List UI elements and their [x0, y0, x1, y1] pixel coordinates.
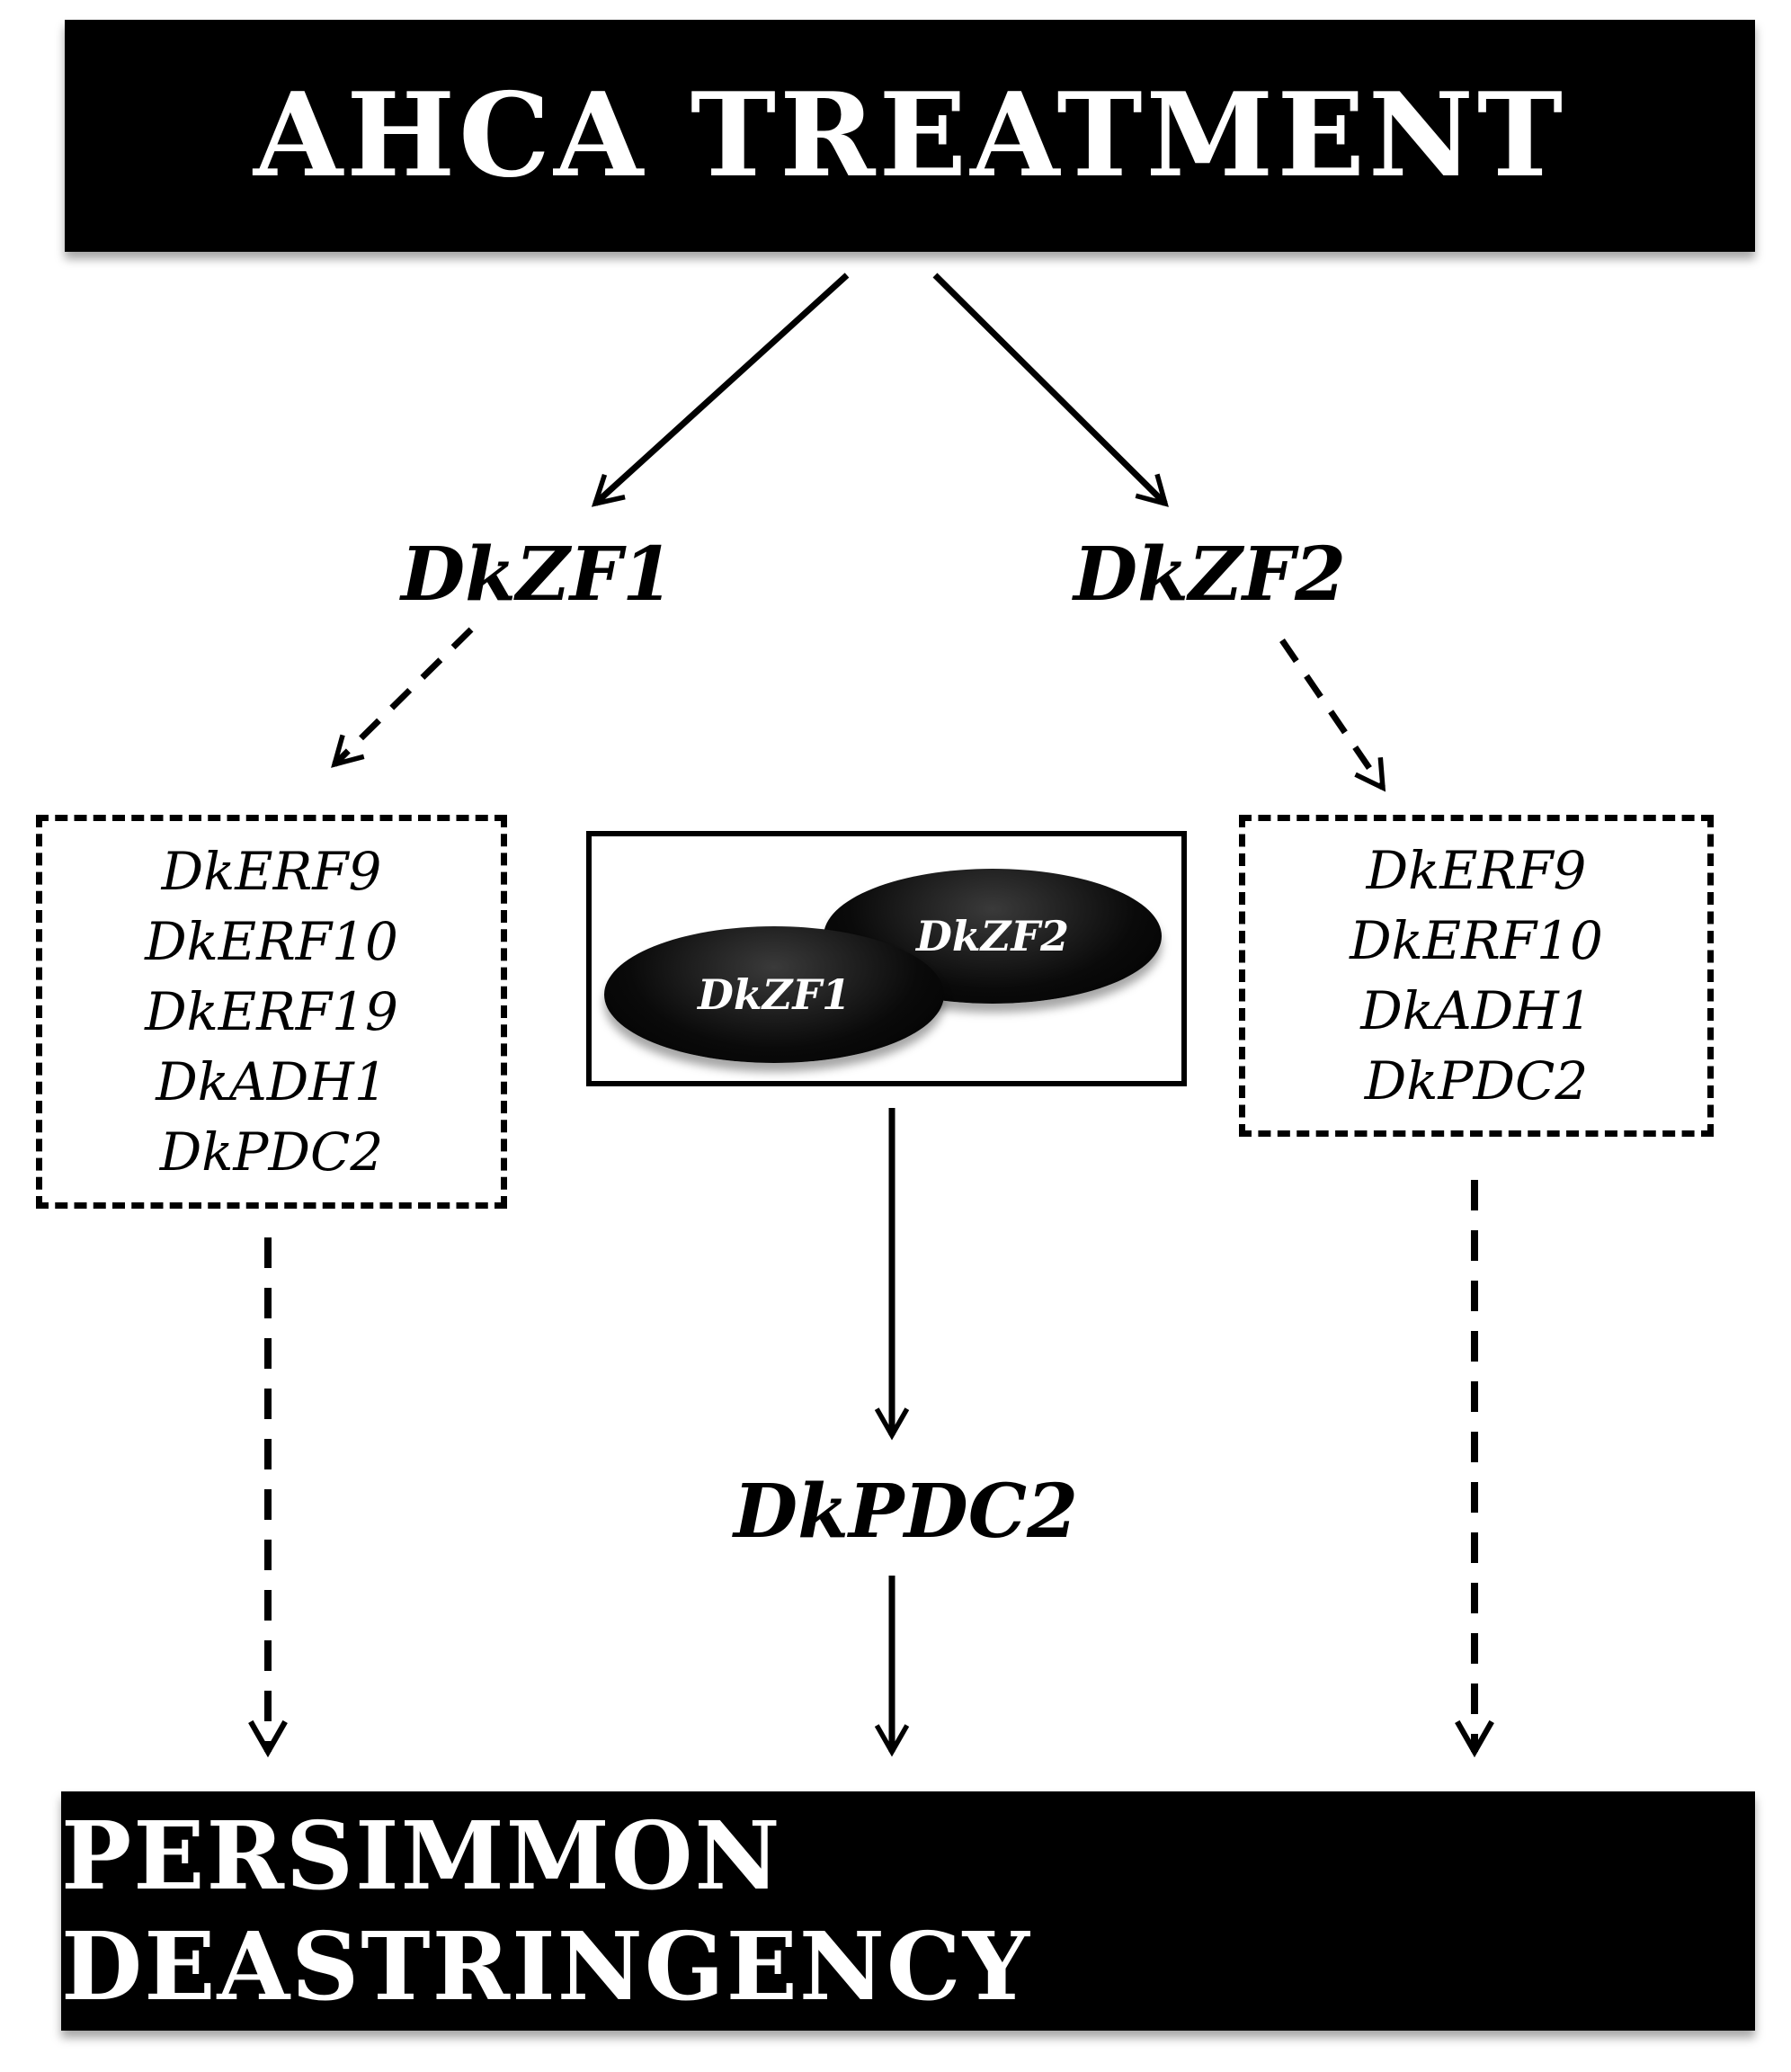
arrow-treatment-to-dkzf2	[932, 272, 1169, 507]
gene-item: DkERF10	[145, 911, 398, 972]
dashed-arrow-dkzf2-to-right-box	[1279, 639, 1386, 792]
dashed-arrow-dkzf1-to-left-box	[331, 627, 474, 768]
gene-item: DkPDC2	[1364, 1050, 1589, 1112]
gene-item: DkERF10	[1350, 910, 1603, 971]
gene-item: DkERF19	[145, 981, 398, 1042]
ahca-treatment-banner: AHCA TREATMENT	[65, 20, 1755, 252]
banner-title: PERSIMMON DEASTRINGENCY	[61, 1800, 1031, 2022]
gene-item: DkADH1	[156, 1051, 388, 1112]
gene-item: DkERF9	[1366, 840, 1587, 901]
gene-item: DkERF9	[161, 841, 382, 902]
ellipse-label: DkZF2	[915, 912, 1069, 960]
dkzf1-label: DkZF1	[401, 531, 674, 618]
gene-item: DkPDC2	[159, 1121, 384, 1183]
gene-item: DkADH1	[1360, 980, 1592, 1041]
dkzf1-target-genes-box: DkERF9 DkERF10 DkERF19 DkADH1 DkPDC2	[36, 815, 507, 1209]
dkzf1-dkzf2-complex-box: DkZF2 DkZF1	[586, 831, 1187, 1086]
dkzf2-label: DkZF2	[1074, 531, 1347, 618]
persimmon-deastringency-banner: PERSIMMON DEASTRINGENCY	[61, 1791, 1755, 2031]
dkzf2-target-genes-box: DkERF9 DkERF10 DkADH1 DkPDC2	[1239, 815, 1714, 1137]
dkpdc2-label: DkPDC2	[734, 1469, 1079, 1555]
arrow-treatment-to-dkzf1	[591, 272, 850, 507]
ellipse-label: DkZF1	[697, 970, 851, 1019]
banner-title: AHCA TREATMENT	[253, 68, 1567, 203]
dkzf1-protein-ellipse: DkZF1	[604, 926, 944, 1063]
